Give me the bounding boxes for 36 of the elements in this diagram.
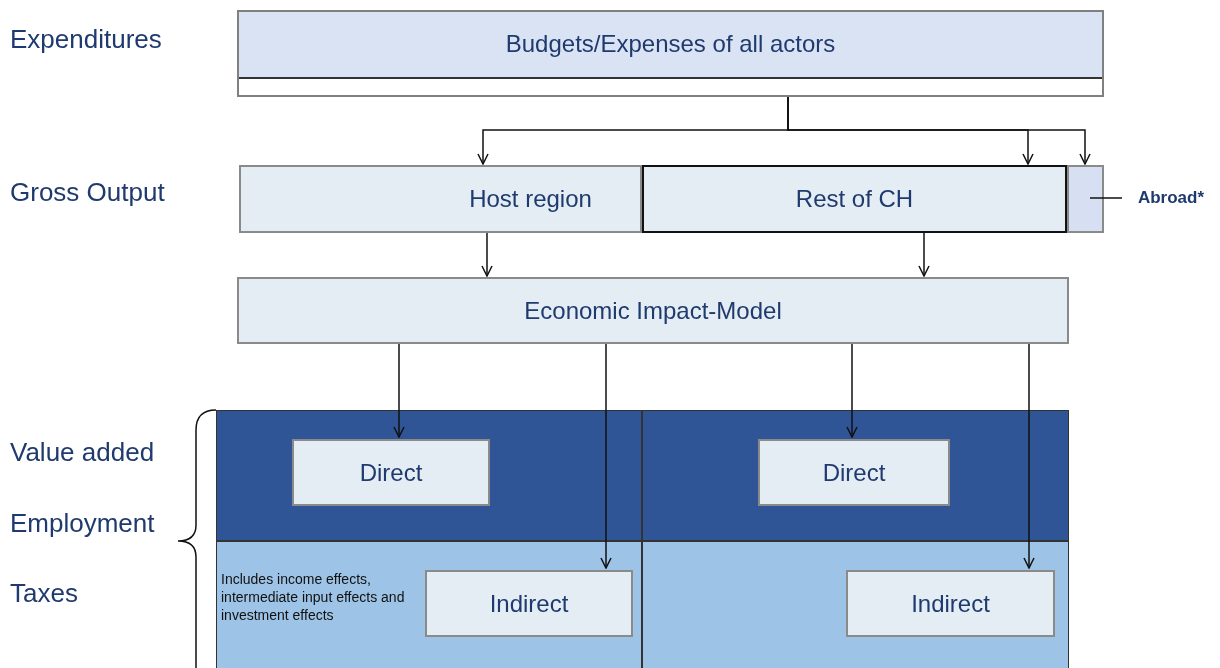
region-box — [642, 165, 1067, 233]
box-label: Direct — [359, 458, 423, 487]
arrow — [481, 232, 493, 277]
model-box — [237, 277, 1069, 344]
effect-box — [425, 570, 633, 637]
arrow — [846, 343, 858, 438]
arrow — [393, 343, 405, 438]
effect-box — [292, 439, 490, 506]
box-label: Direct — [822, 458, 886, 487]
effect-band — [216, 410, 642, 541]
expense-box — [237, 10, 1104, 97]
arrow — [918, 232, 930, 277]
box-label: Budgets/Expenses of all actors — [505, 29, 836, 58]
note-text: Includes income effects, intermediate input effects and investment effects — [221, 570, 406, 625]
box-label: Host region — [469, 185, 592, 213]
effect-band — [642, 410, 1069, 541]
row-label: Employment — [10, 508, 155, 539]
box-label: Indirect — [911, 589, 990, 618]
region-box — [239, 165, 642, 233]
row-label: Value added — [10, 437, 155, 468]
box-label: Indirect — [489, 589, 569, 618]
effect-band — [642, 541, 1069, 668]
box-label: Economic Impact-Model — [524, 296, 782, 325]
leader-line — [1089, 197, 1123, 199]
row-label: Taxes — [10, 578, 78, 609]
arrow — [1023, 343, 1035, 569]
region-box — [1067, 165, 1104, 233]
effect-box — [758, 439, 950, 506]
arrow — [600, 343, 612, 569]
row-label: Gross Output — [10, 177, 165, 208]
effect-band — [216, 541, 642, 668]
box-label: Rest of CH — [795, 185, 914, 213]
row-label: Expenditures — [10, 24, 162, 55]
arrow — [787, 96, 1091, 165]
abroad-label: Abroad* — [1126, 184, 1216, 212]
effect-box — [846, 570, 1055, 637]
